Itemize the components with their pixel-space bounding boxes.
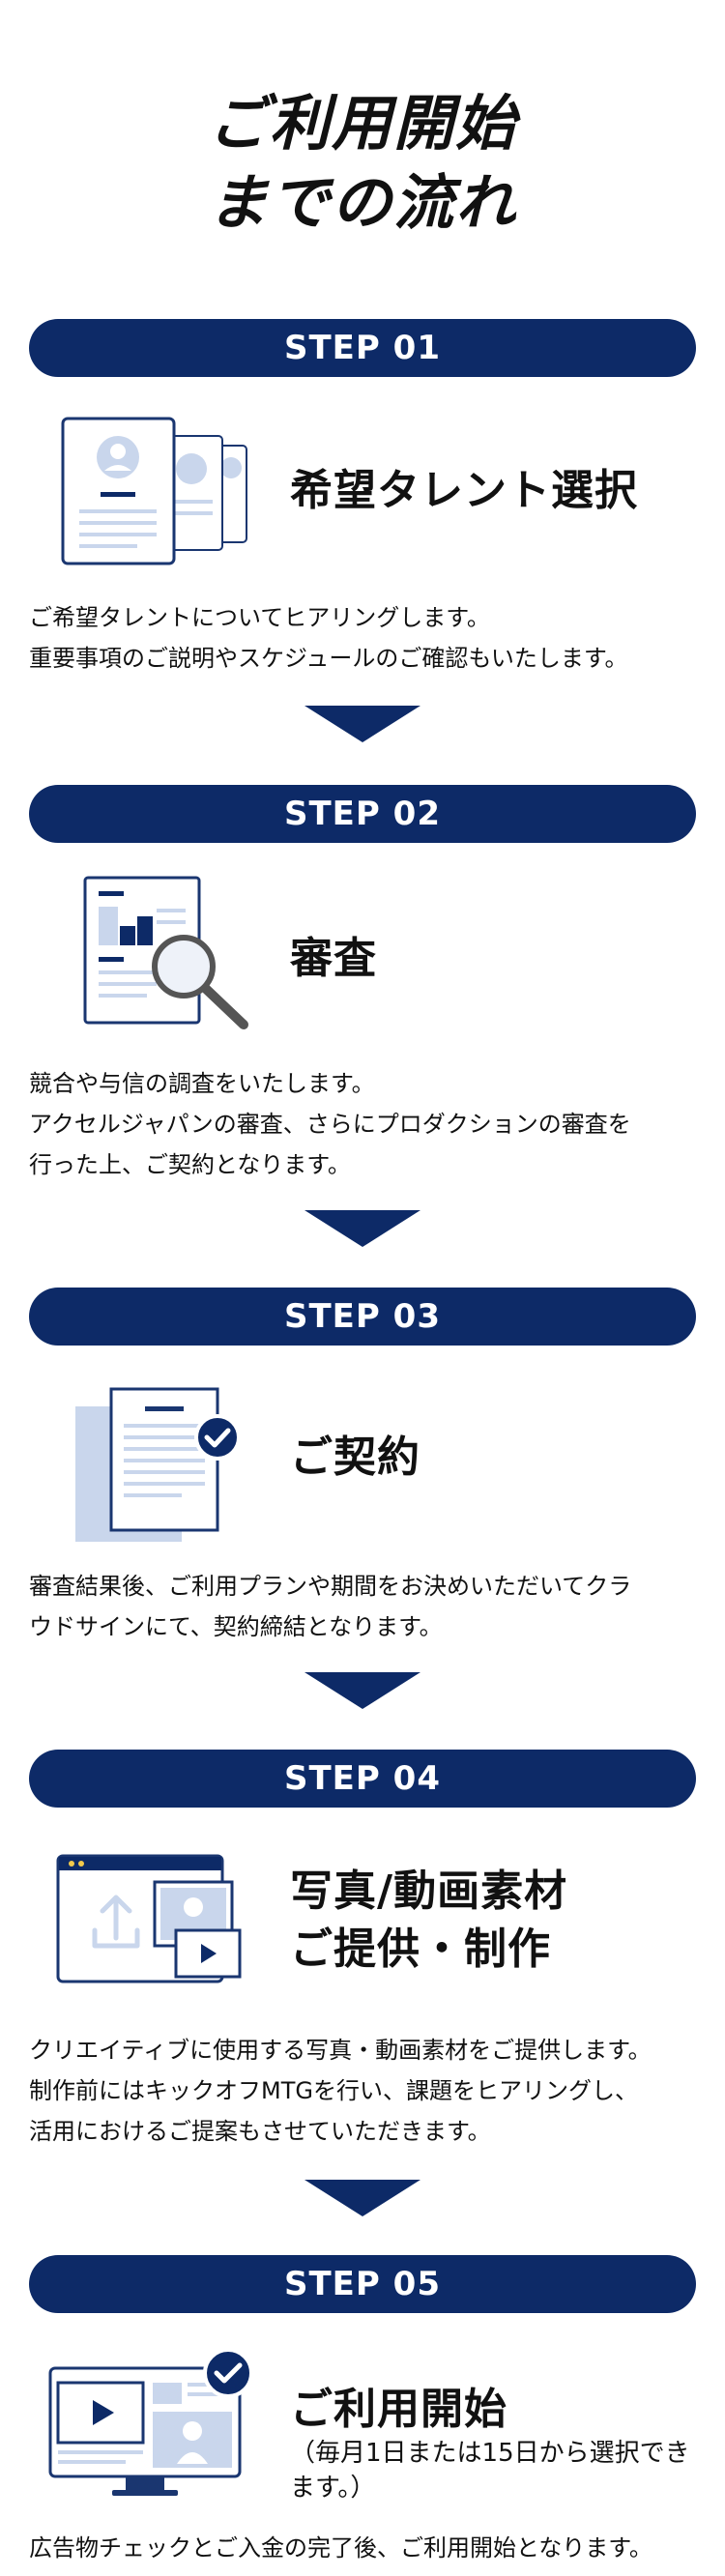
step-05-desc-line1: 広告物チェックとご入金の完了後、ご利用開始となります。 — [29, 2534, 652, 2562]
step-01-description: ご希望タレントについてヒアリングします。 重要事項のご説明やスケジュールのご確認… — [29, 597, 706, 679]
step-03-description: 審査結果後、ご利用プランや期間をお決めいただいてクラ ウドサインにて、契約締結と… — [29, 1566, 706, 1647]
step-01-badge: STEP 01 — [29, 319, 696, 377]
step-04-description: クリエイティブに使用する写真・動画素材をご提供します。 制作前にはキックオフMT… — [29, 2030, 706, 2152]
step-01-desc-line1: ご希望タレントについてヒアリングします。 — [29, 604, 490, 631]
step-04-desc-line2: 制作前にはキックオフMTGを行い、課題をヒアリングし、 — [29, 2077, 638, 2104]
step-03-desc-line2: ウドサインにて、契約締結となります。 — [29, 1613, 443, 1640]
step-02-heading: 審査 — [290, 934, 377, 983]
step-02-desc-line2: アクセルジャパンの審査、さらにプロダクションの審査を — [29, 1111, 631, 1138]
page-title-line2: までの流れ — [207, 167, 517, 238]
step-05-description: 広告物チェックとご入金の完了後、ご利用開始となります。 — [29, 2528, 706, 2568]
step-01-heading: 希望タレント選択 — [290, 466, 638, 515]
monitor-start-icon — [29, 2344, 280, 2508]
step-03-heading: ご契約 — [290, 1433, 420, 1482]
step-04-desc-line3: 活用におけるご提案もさせていただきます。 — [29, 2118, 491, 2145]
step-05-heading: ご利用開始 — [290, 2385, 508, 2434]
upload-media-icon — [29, 1851, 280, 1986]
document-magnifier-icon — [29, 870, 280, 1034]
step-04-heading-line2: ご提供・制作 — [290, 1925, 551, 1974]
down-arrow-icon — [304, 706, 420, 742]
step-03-desc-line1: 審査結果後、ご利用プランや期間をお決めいただいてクラ — [29, 1573, 632, 1600]
page-title-line1: ご利用開始 — [207, 88, 517, 159]
step-05-note: （毎月1日または15日から選択できます。） — [290, 2439, 690, 2503]
step-01-desc-line2: 重要事項のご説明やスケジュールのご確認もいたします。 — [29, 645, 628, 672]
step-05-badge: STEP 05 — [29, 2255, 696, 2313]
step-02-desc-line1: 競合や与信の調査をいたします。 — [29, 1070, 375, 1097]
step-02-description: 競合や与信の調査をいたします。 アクセルジャパンの審査、さらにプロダクションの審… — [29, 1063, 706, 1185]
step-02-badge: STEP 02 — [29, 785, 696, 843]
down-arrow-icon — [304, 1672, 420, 1709]
down-arrow-icon — [304, 2180, 420, 2216]
step-04-desc-line1: クリエイティブに使用する写真・動画素材をご提供します。 — [29, 2037, 652, 2064]
contract-check-icon — [29, 1377, 280, 1551]
step-03-badge: STEP 03 — [29, 1288, 696, 1346]
step-04-heading-line1: 写真/動画素材 — [290, 1867, 568, 1916]
talent-profile-cards-icon — [29, 411, 280, 575]
down-arrow-icon — [304, 1210, 420, 1247]
step-04-badge: STEP 04 — [29, 1750, 696, 1808]
step-02-desc-line3: 行った上、ご契約となります。 — [29, 1151, 351, 1178]
